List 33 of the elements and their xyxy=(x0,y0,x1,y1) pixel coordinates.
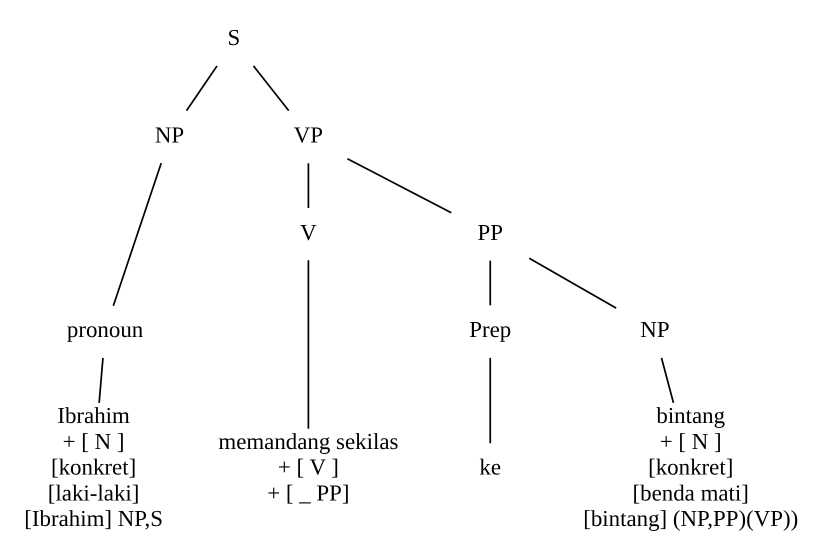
connector xyxy=(489,358,492,444)
node-text: V xyxy=(300,220,317,245)
connector xyxy=(528,257,617,309)
node-text: NP xyxy=(640,317,670,342)
node-label: [konkret] xyxy=(648,454,734,480)
connector xyxy=(489,260,492,306)
node-text: ke xyxy=(479,454,502,480)
node-text: bintang xyxy=(656,403,726,428)
connector xyxy=(98,358,104,403)
connector xyxy=(347,158,452,214)
node-text: PP xyxy=(478,220,503,245)
node-text: S xyxy=(228,25,240,50)
connector xyxy=(308,260,310,429)
node-label: [Ibrahim] NP,S xyxy=(24,506,163,532)
node-text: Prep xyxy=(469,317,512,342)
node-label: [laki-laki] xyxy=(48,480,140,506)
connector xyxy=(660,358,674,404)
connector xyxy=(252,65,290,112)
connector xyxy=(112,162,162,306)
node-label: + [ N ] xyxy=(62,428,125,454)
node-label: [benda mati] xyxy=(632,480,749,506)
connector xyxy=(308,163,310,208)
node-label: [konkret] xyxy=(50,454,136,480)
node-label: + [ N ] xyxy=(660,428,722,454)
node-label: [bintang] (NP,PP)(VP)) xyxy=(583,506,798,532)
connector xyxy=(186,65,218,112)
node-text: memandang sekilas xyxy=(218,428,398,454)
node-label: + [ _ PP] xyxy=(267,480,350,506)
node-label: + [ V ] xyxy=(278,454,339,480)
node-text: NP xyxy=(154,122,184,148)
node-text: VP xyxy=(294,122,324,148)
node-text: Ibrahim xyxy=(57,403,130,428)
node-text: pronoun xyxy=(66,317,144,342)
